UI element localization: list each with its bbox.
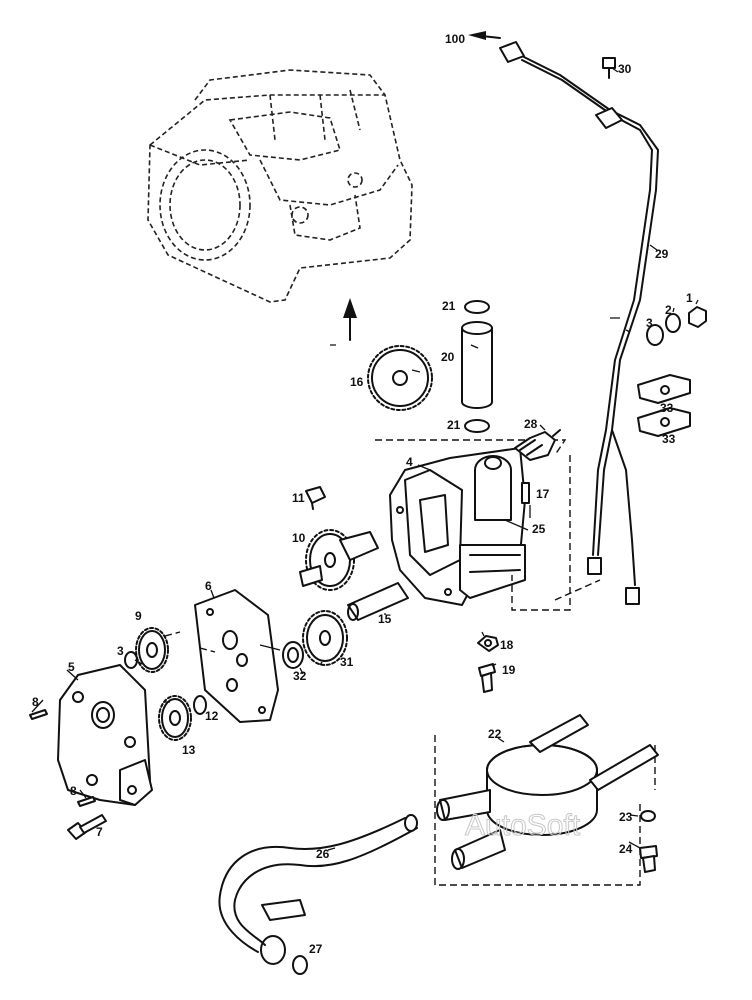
drive-gear — [299, 529, 379, 591]
end-cover — [57, 664, 153, 806]
shaft — [461, 300, 493, 433]
label-9: 9 — [135, 609, 142, 623]
sensor — [514, 429, 561, 461]
leader-lines — [31, 67, 699, 851]
label-8: 8 — [70, 784, 77, 798]
washer — [640, 810, 656, 822]
bushing — [646, 324, 664, 346]
label-21: 21 — [442, 299, 456, 313]
washer — [665, 313, 681, 333]
wiring-harness — [499, 41, 659, 605]
label-17: 17 — [536, 487, 550, 501]
label-33: 33 — [660, 401, 674, 415]
label-8: 8 — [32, 695, 39, 709]
label-18: 18 — [500, 638, 514, 652]
label-12: 12 — [205, 709, 219, 723]
pump-housing — [389, 447, 526, 606]
label-16: 16 — [350, 375, 364, 389]
label-6: 6 — [205, 579, 212, 593]
label-27: 27 — [309, 942, 323, 956]
label-24: 24 — [619, 842, 633, 856]
arrow-100 — [468, 31, 501, 40]
nut — [688, 306, 707, 328]
clip — [637, 374, 691, 404]
label-25: 25 — [532, 522, 546, 536]
label-2: 2 — [665, 303, 672, 317]
gear — [302, 610, 348, 666]
label-26: 26 — [316, 847, 330, 861]
bolt — [639, 845, 658, 873]
dowel-pin — [77, 796, 96, 807]
label-19: 19 — [502, 663, 516, 677]
label-7: 7 — [96, 825, 103, 839]
gear — [158, 695, 192, 741]
cooler-cut-line — [434, 735, 656, 886]
label-4: 4 — [406, 455, 413, 469]
label-21: 21 — [447, 418, 461, 432]
bolt — [478, 663, 496, 693]
part-labels: 1 2 3 3 4 5 6 7 8 8 9 10 11 12 13 15 16 … — [32, 32, 693, 956]
engine-block — [147, 69, 413, 303]
label-30: 30 — [618, 62, 632, 76]
label-22: 22 — [488, 727, 502, 741]
label-11: 11 — [292, 491, 305, 505]
pin — [521, 482, 530, 504]
watermark: AutoSoft — [465, 809, 581, 842]
label-32: 32 — [293, 669, 307, 683]
cover-align-line — [164, 631, 216, 653]
screw — [602, 57, 616, 79]
clip — [637, 407, 691, 437]
label-100: 100 — [445, 32, 465, 46]
label-10: 10 — [292, 531, 306, 545]
label-3: 3 — [646, 316, 653, 330]
mounting-arrow — [343, 298, 357, 341]
bolt — [67, 814, 107, 840]
label-29: 29 — [655, 247, 669, 261]
label-1: 1 — [686, 291, 693, 305]
cooler — [436, 714, 659, 870]
needle-bearing — [124, 651, 138, 669]
label-5: 5 — [68, 660, 75, 674]
label-15: 15 — [378, 612, 392, 626]
label-31: 31 — [340, 655, 354, 669]
housing-cut-line — [375, 439, 601, 611]
label-20: 20 — [441, 350, 455, 364]
label-28: 28 — [524, 417, 538, 431]
harness-bracket — [595, 107, 623, 129]
bearing — [282, 641, 304, 669]
cover-plate — [194, 589, 279, 723]
needle-bearing — [193, 695, 207, 715]
bracket-line — [504, 519, 529, 531]
label-33: 33 — [662, 432, 676, 446]
dowel-pin — [29, 709, 48, 720]
o-ring — [260, 935, 308, 975]
washer — [477, 635, 499, 652]
small-gear — [135, 627, 169, 673]
label-13: 13 — [182, 743, 196, 757]
idler-gear — [367, 345, 433, 411]
label-3: 3 — [117, 644, 124, 658]
tube — [347, 582, 409, 621]
label-23: 23 — [619, 810, 633, 824]
hose — [218, 814, 418, 953]
plug — [305, 486, 326, 510]
